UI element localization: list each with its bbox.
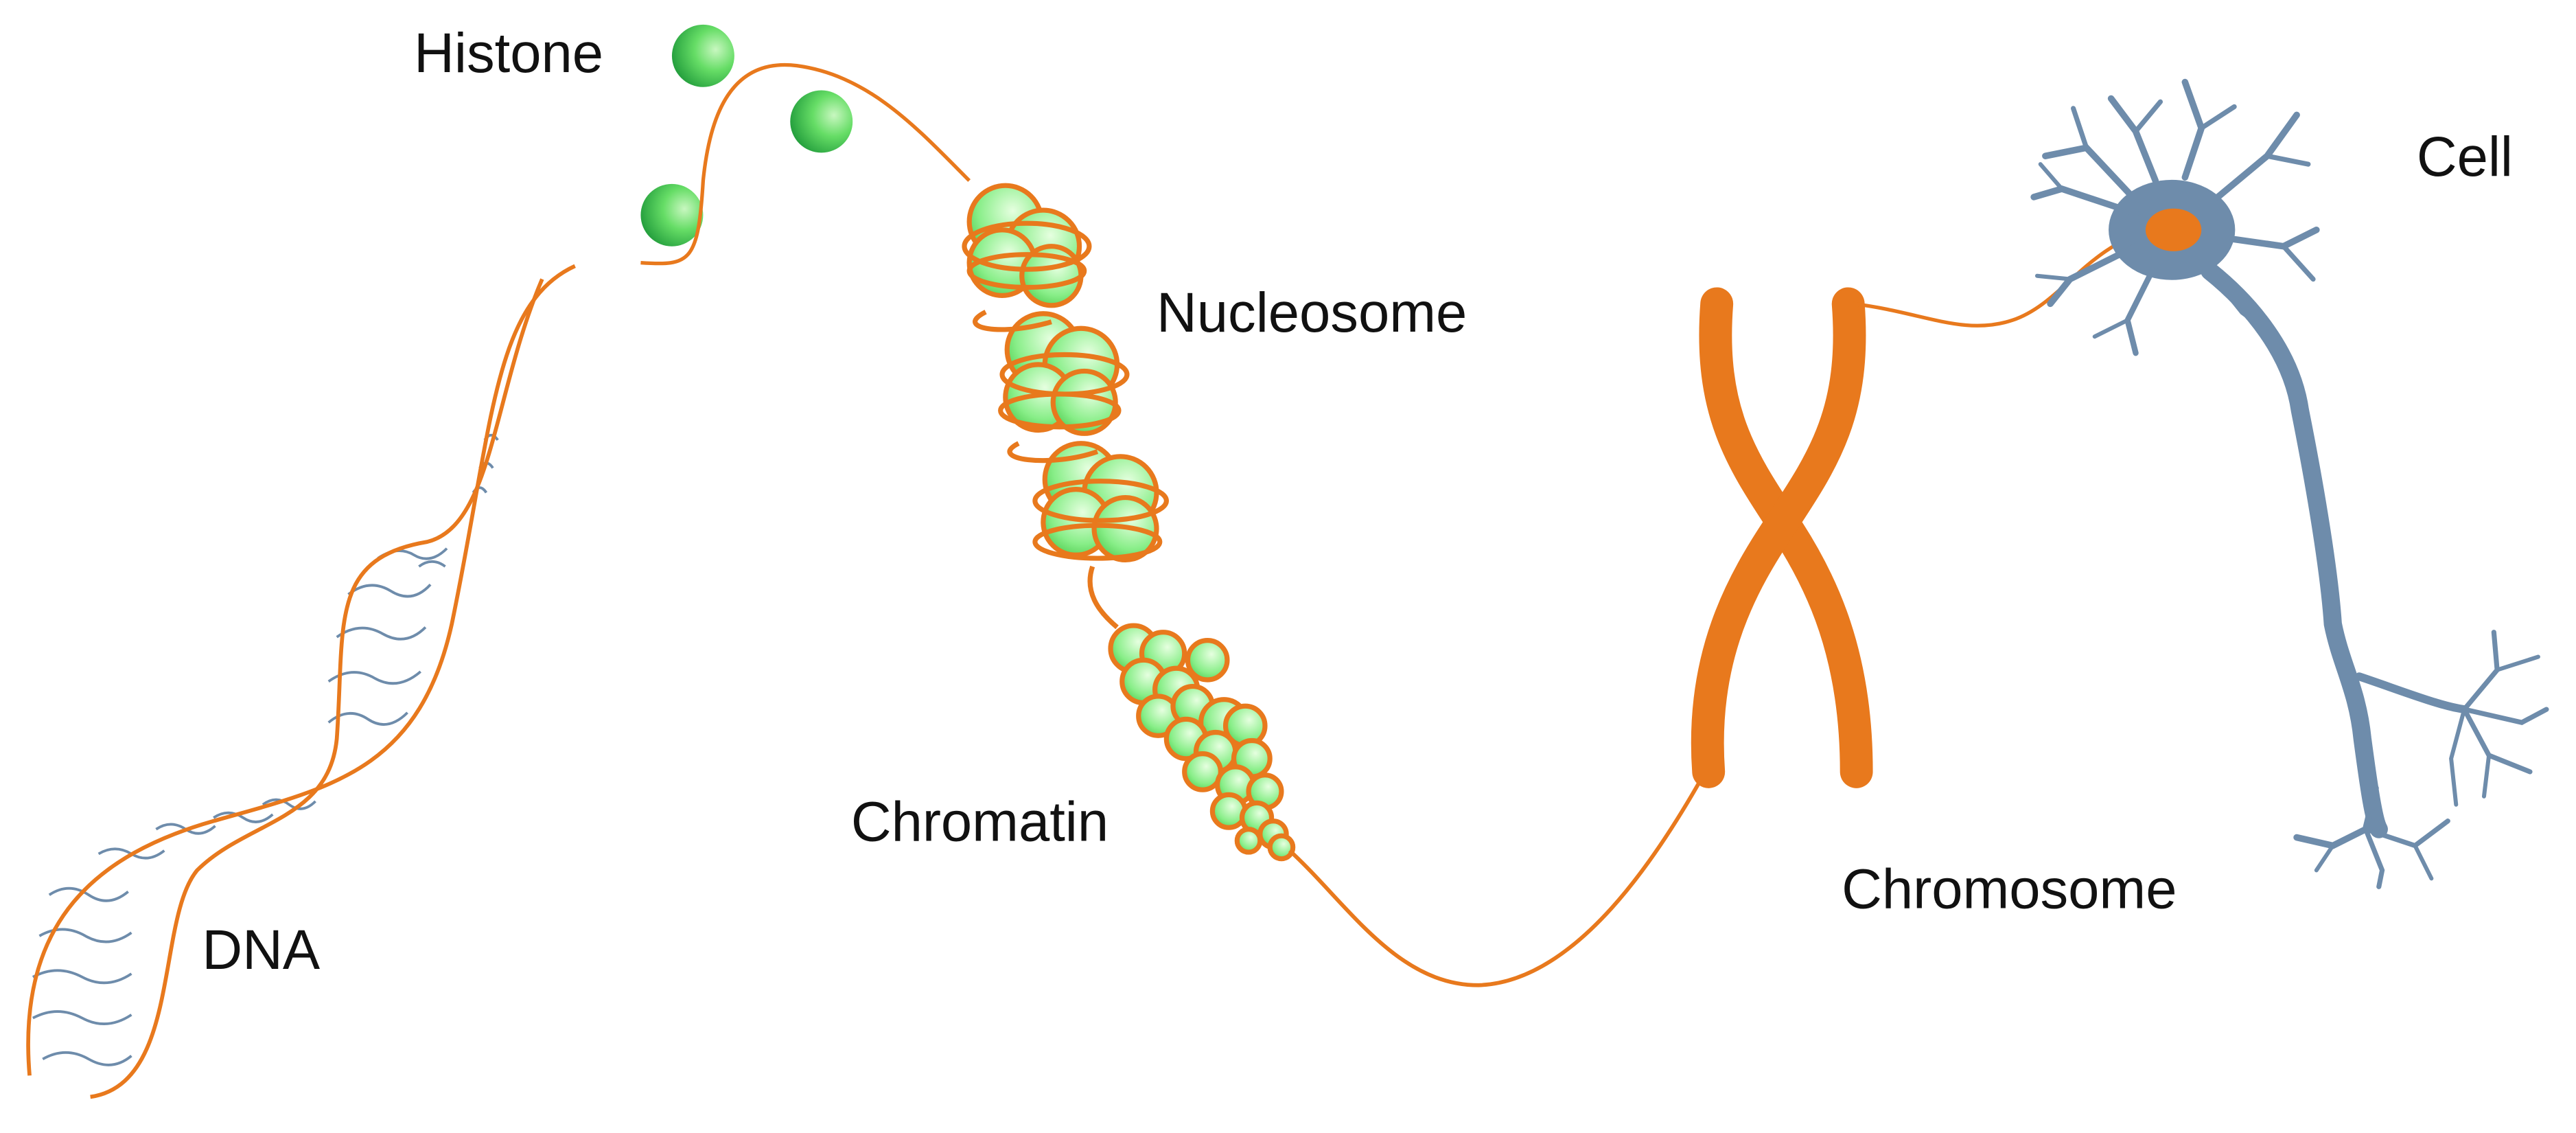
label-nucleosome: Nucleosome (1157, 282, 1467, 344)
chromosome-to-cell-strand (1853, 228, 2153, 328)
label-dna: DNA (202, 919, 321, 981)
label-cell: Cell (2417, 126, 2513, 188)
dna-helix (26, 264, 576, 1099)
histone-ball (640, 183, 704, 247)
histone-ball (671, 24, 734, 87)
linker-dna-strand (640, 62, 971, 266)
dna-strand-b (90, 278, 544, 1099)
nucleosome-cluster (962, 183, 1092, 308)
histone-ball (790, 90, 853, 153)
label-chromosome: Chromosome (1842, 858, 2177, 920)
axon (2201, 262, 2388, 838)
chromatin-fiber (1108, 623, 1296, 862)
neuron-cell-icon (2030, 78, 2549, 889)
nucleosomes (962, 183, 1169, 630)
histones (640, 24, 853, 247)
nucleosome-cluster (998, 311, 1130, 436)
chromosome (1691, 287, 1873, 788)
label-chromatin: Chromatin (851, 790, 1109, 853)
label-histone: Histone (414, 22, 603, 84)
nucleosome-cluster (1032, 441, 1169, 563)
chromatin-to-chromosome-strand (1288, 770, 1707, 987)
dna-strand-a (26, 264, 576, 1076)
cell-nucleus (2145, 208, 2202, 251)
